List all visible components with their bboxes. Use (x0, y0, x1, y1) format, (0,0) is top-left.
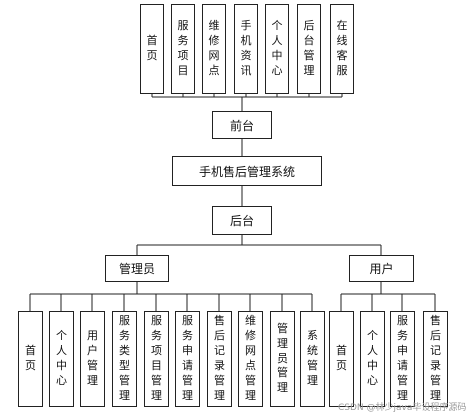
admin-module-service-type-management: 服务类型管理 (112, 311, 137, 407)
watermark: CSDN @林少java毕设程序源码 (338, 403, 467, 413)
admin-module-personal-center: 个人中心 (49, 311, 74, 407)
top-module-backend-management: 后台管理 (297, 4, 321, 94)
admin-module-repair-outlet-management: 维修网点管理 (238, 311, 263, 407)
admin-module-system-management: 系统管理 (300, 311, 325, 407)
user-module-after-sales-record-management: 售后记录管理 (423, 311, 448, 407)
admin-module-service-request-management: 服务申请管理 (175, 311, 200, 407)
user-module-personal-center: 个人中心 (360, 311, 385, 407)
user-module-home: 首页 (329, 311, 354, 407)
top-module-online-service: 在线客服 (330, 4, 354, 94)
top-module-phone-news: 手机资讯 (234, 4, 258, 94)
admin-node: 管理员 (105, 255, 169, 282)
admin-module-user-management: 用户管理 (80, 311, 105, 407)
admin-module-administrator-management: 管理员管理 (270, 311, 295, 407)
admin-module-after-sales-record-management: 售后记录管理 (207, 311, 232, 407)
admin-module-home: 首页 (18, 311, 43, 407)
top-module-home: 首页 (140, 4, 164, 94)
top-module-service-items: 服务项目 (171, 4, 195, 94)
admin-module-service-item-management: 服务项目管理 (144, 311, 169, 407)
back-node: 后台 (212, 206, 272, 235)
user-module-service-request-management: 服务申请管理 (390, 311, 415, 407)
front-node: 前台 (212, 111, 272, 139)
root-node: 手机售后管理系统 (172, 156, 322, 186)
top-module-personal-center: 个人中心 (265, 4, 289, 94)
top-module-repair-outlets: 维修网点 (202, 4, 226, 94)
user-node: 用户 (349, 255, 414, 282)
